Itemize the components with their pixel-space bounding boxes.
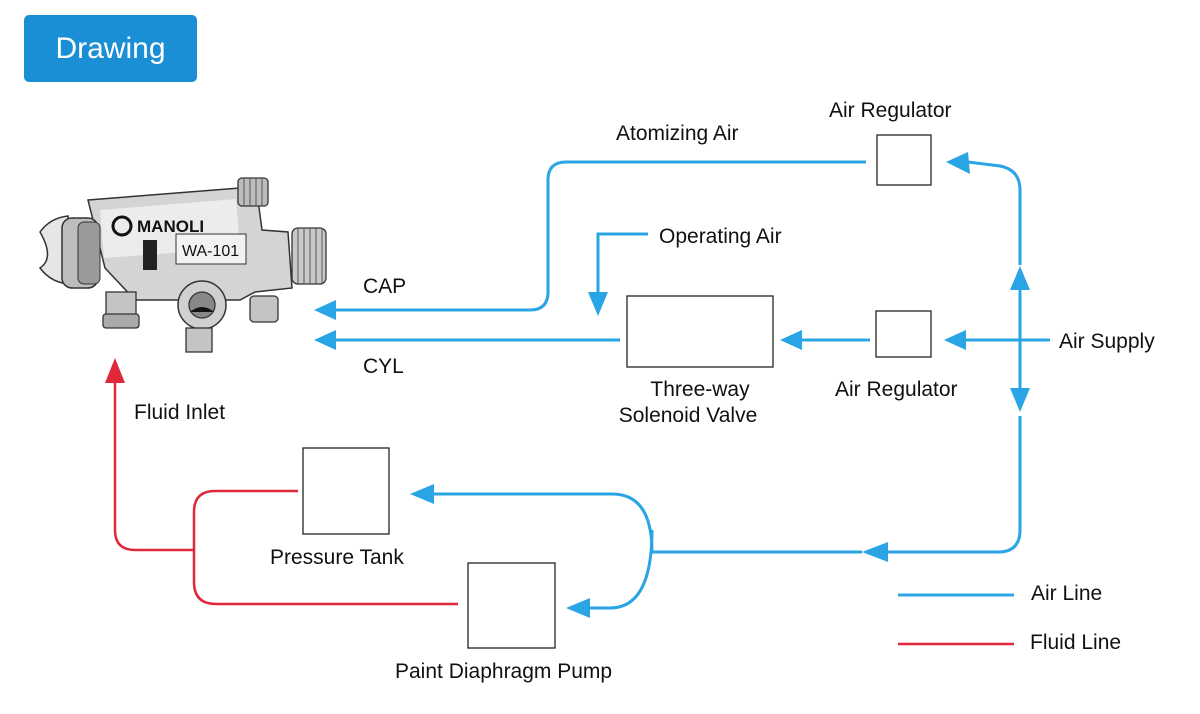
- legend-air-label: Air Line: [1031, 582, 1102, 605]
- header-badge: Drawing: [24, 15, 197, 82]
- solenoid-valve-box: [626, 295, 774, 368]
- pressure-tank-label: Pressure Tank: [270, 546, 404, 569]
- fluid-lines: [105, 358, 458, 606]
- fluid-inlet-arrowhead: [105, 358, 125, 383]
- atomizing-air-label: Atomizing Air: [616, 122, 739, 145]
- tank-arrowhead: [410, 484, 434, 504]
- fluid-inlet-label: Fluid Inlet: [134, 401, 225, 424]
- fluid-inlet-line: [113, 383, 194, 552]
- atomizing-air-line: [330, 160, 866, 312]
- legend: Air Line Fluid Line: [898, 582, 1121, 654]
- top-air-regulator-box: [876, 134, 932, 186]
- mid-air-regulator-label: Air Regulator: [835, 378, 958, 401]
- top-air-regulator-label: Air Regulator: [829, 99, 952, 122]
- cap-label: CAP: [363, 275, 406, 298]
- pump-label: Paint Diaphragm Pump: [395, 660, 612, 683]
- mid-air-regulator-box: [875, 310, 932, 358]
- top-regulator-arrowhead: [946, 152, 970, 174]
- spray-gun-illustration: MANOLI WA-101: [38, 177, 327, 353]
- air-lines: [314, 152, 1050, 618]
- header-title: Drawing: [55, 31, 166, 65]
- down-arrowhead: [1010, 388, 1030, 412]
- return-arrowhead: [862, 542, 888, 562]
- cyl-arrowhead: [314, 330, 336, 350]
- valve-inlet-arrowhead: [780, 330, 802, 350]
- loop-line: [432, 492, 654, 553]
- operating-air-arrowhead: [588, 292, 608, 316]
- up-arrowhead: [1010, 266, 1030, 290]
- pressure-tank-box: [302, 447, 390, 535]
- operating-air-label: Operating Air: [659, 225, 782, 248]
- cyl-label: CYL: [363, 355, 404, 378]
- air-supply-label: Air Supply: [1059, 330, 1155, 353]
- operating-air-line: [596, 232, 648, 292]
- distribution-line-lower: [888, 416, 1022, 554]
- supply-arrowhead: [944, 330, 966, 350]
- distribution-line-upper: [967, 160, 1022, 265]
- valve-label-line2: Solenoid Valve: [619, 404, 758, 427]
- pump-box: [467, 562, 556, 649]
- pump-arrowhead: [566, 598, 590, 618]
- legend-fluid-label: Fluid Line: [1030, 631, 1121, 654]
- valve-label-line1: Three-way: [650, 378, 750, 401]
- tank-fluid-line: [192, 489, 458, 606]
- gun-brand-text: MANOLI: [137, 217, 204, 236]
- cap-arrowhead: [314, 300, 336, 320]
- gun-model-text: WA-101: [182, 243, 239, 260]
